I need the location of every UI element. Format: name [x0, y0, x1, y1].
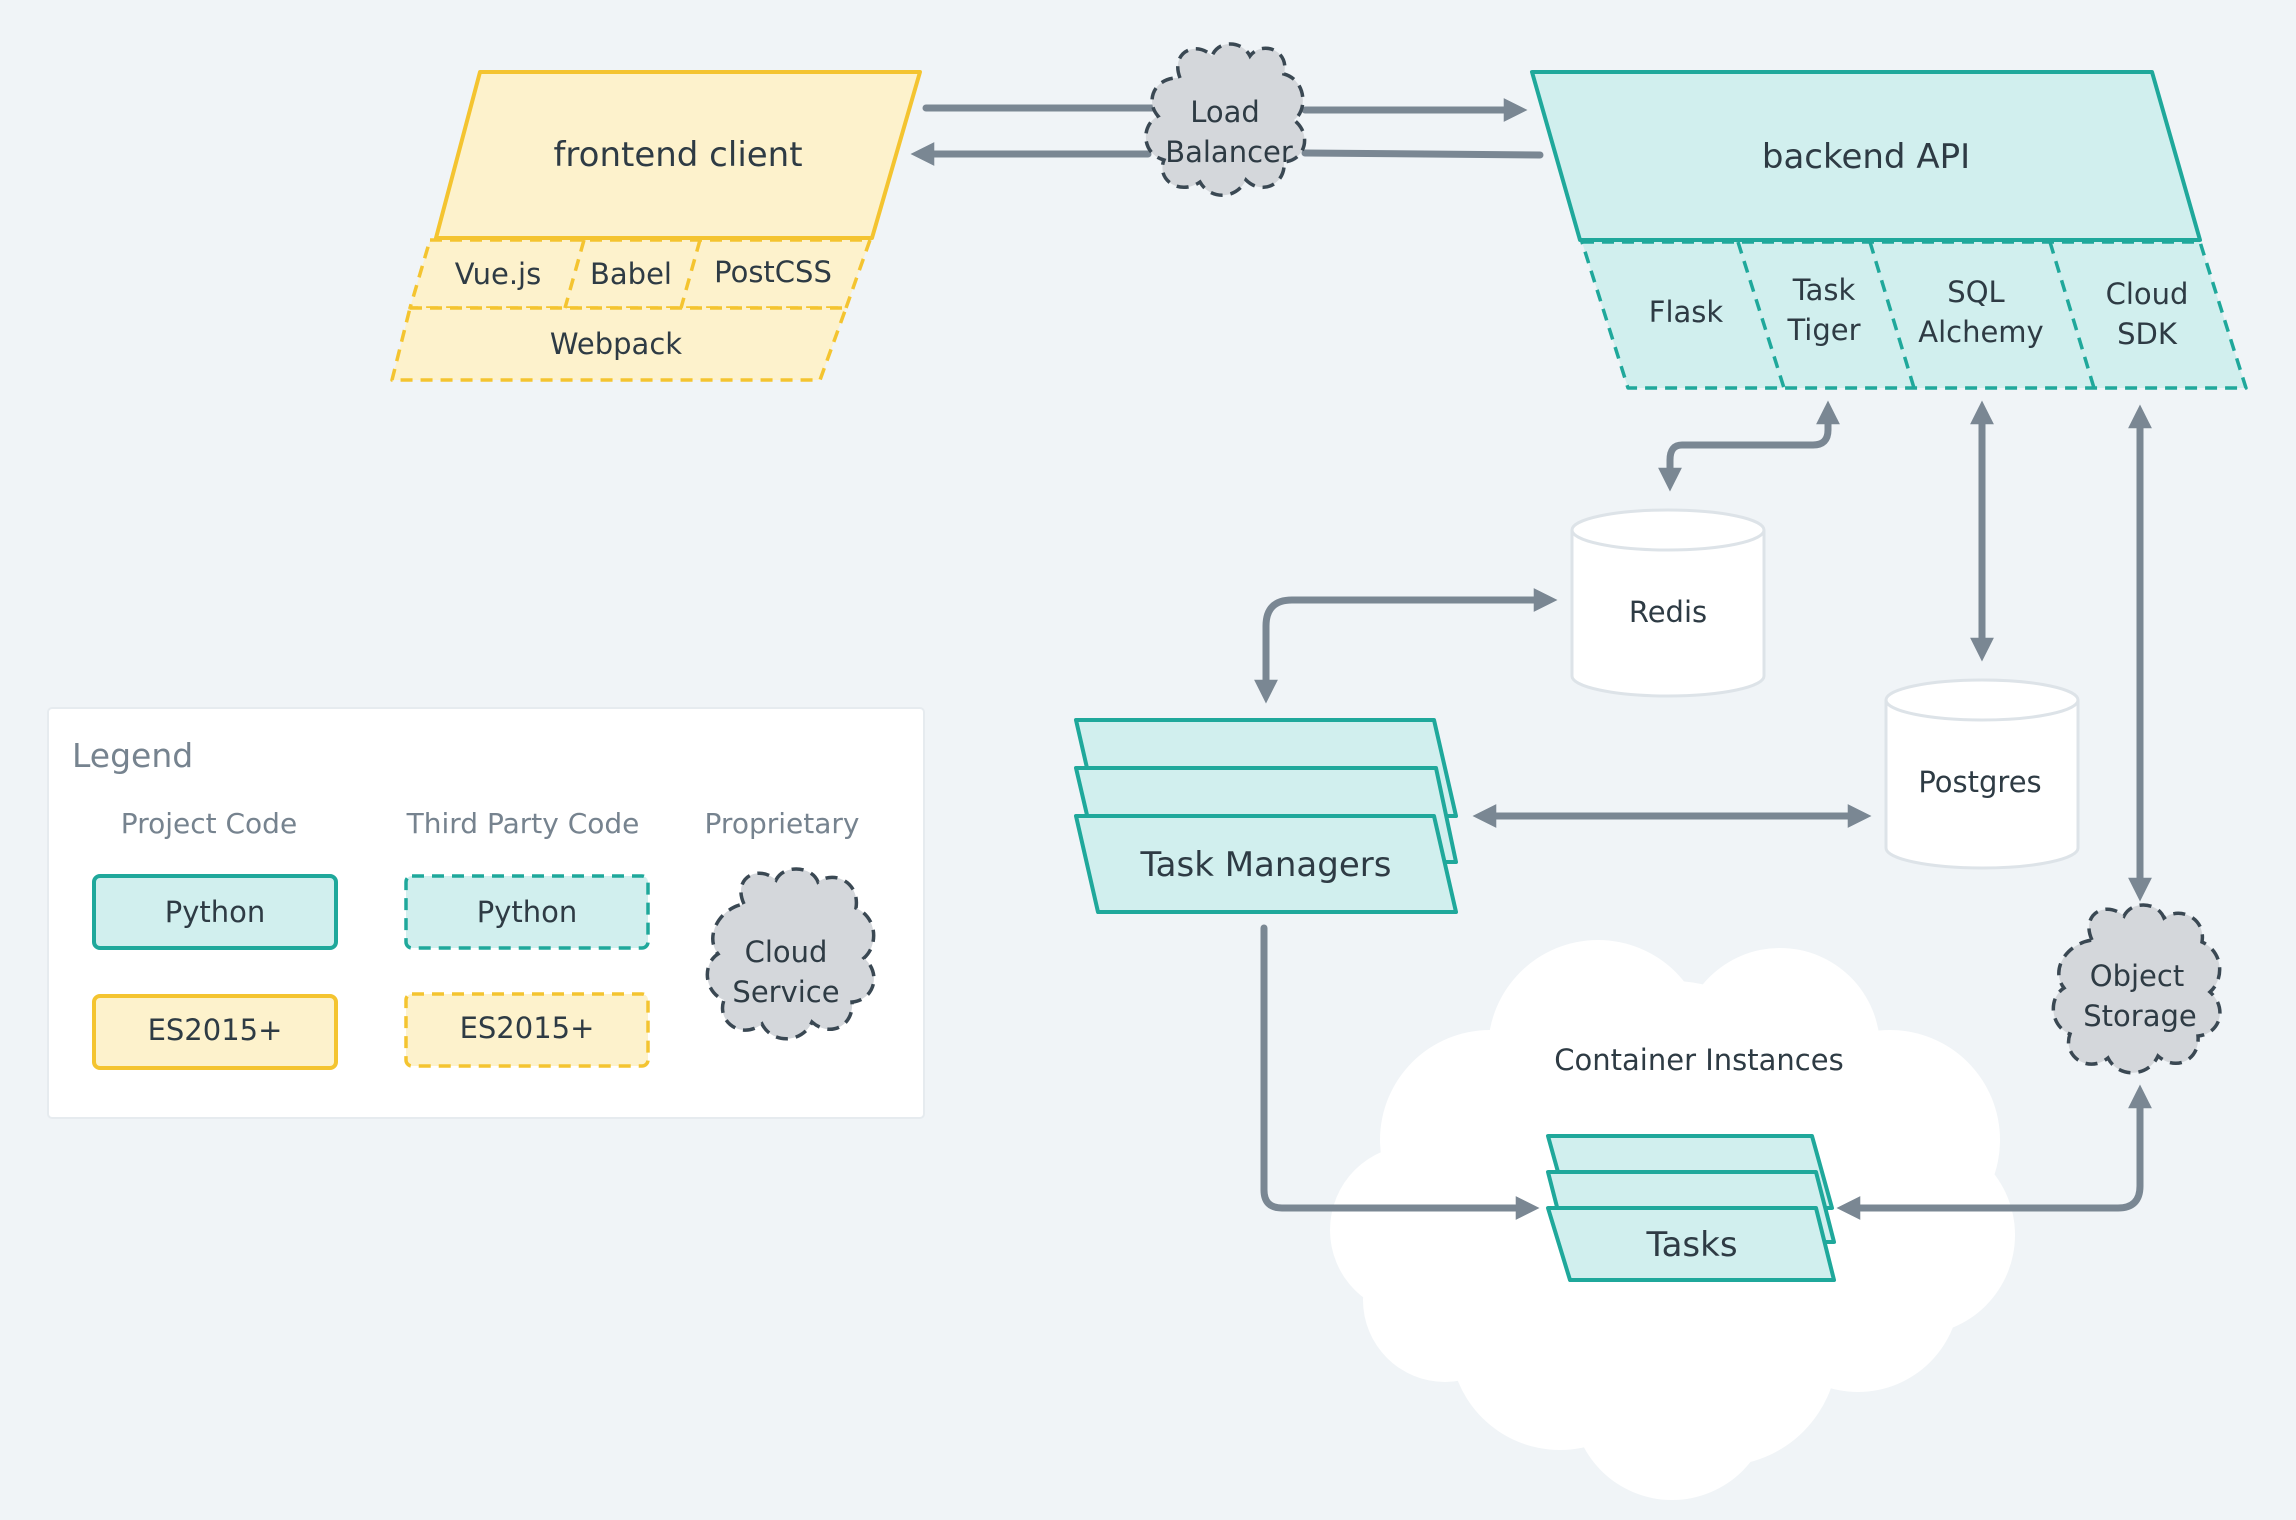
tasks-stack: Tasks	[1546, 1134, 1836, 1282]
backend-api-label: backend API	[1762, 137, 1970, 177]
postcss-label: PostCSS	[714, 255, 832, 289]
legend-proprietary: Proprietary	[705, 807, 860, 840]
tasktiger-line1: Task	[1792, 273, 1856, 307]
arrow-taskmanagers-tasks	[1260, 924, 1540, 1220]
tasks-box	[1546, 1206, 1836, 1282]
legend: Legend Project Code Third Party Code Pro…	[47, 707, 925, 1119]
load-balancer: Load Balancer	[1144, 42, 1307, 197]
legend-cloud-line2: Service	[732, 975, 839, 1009]
legend-es2015-project-label: ES2015+	[148, 1013, 283, 1047]
task-managers-label: Task Managers	[1140, 845, 1392, 885]
object-storage-line2: Storage	[2083, 999, 2196, 1033]
arrow-redis-taskmanagers	[1254, 588, 1558, 704]
babel-label: Babel	[590, 257, 672, 291]
redis-cylinder	[1570, 530, 1766, 698]
legend-third-party-code: Third Party Code	[406, 807, 640, 840]
legend-python-project-label: Python	[165, 895, 266, 929]
load-balancer-line1: Load	[1190, 95, 1260, 129]
legend-es2015-thirdparty-label: ES2015+	[460, 1011, 595, 1045]
object-storage: Object Storage	[2051, 903, 2222, 1075]
postgres-db: Postgres	[1884, 678, 2080, 870]
arrow-backend-to-lb	[1301, 149, 1544, 159]
tasktiger-line2: Tiger	[1786, 313, 1860, 347]
redis-db: Redis	[1570, 508, 1766, 698]
legend-es2015-project	[92, 994, 338, 1070]
legend-es2015-thirdparty	[404, 992, 650, 1068]
legend-python-thirdparty-label: Python	[477, 895, 578, 929]
cloudsdk-line2: SDK	[2117, 317, 2178, 351]
task-connections	[1260, 924, 2152, 1220]
backend-group: backend API Flask Task Tiger SQL Alchemy…	[1530, 70, 2248, 390]
tasks-label: Tasks	[1645, 1225, 1737, 1265]
sqlalchemy-line1: SQL	[1947, 275, 2004, 309]
frontend-client-box	[434, 70, 922, 240]
vuejs-label: Vue.js	[455, 257, 541, 291]
container-instances-label: Container Instances	[1554, 1043, 1843, 1077]
webpack-strip	[390, 306, 848, 382]
frontend-client-label: frontend client	[553, 135, 802, 175]
task-managers-box	[1074, 814, 1458, 914]
arrow-tasks-objectstorage	[1836, 1084, 2152, 1220]
load-balancer-line2: Balancer	[1165, 135, 1293, 169]
postgres-label: Postgres	[1918, 765, 2041, 799]
webpack-label: Webpack	[550, 327, 682, 361]
flask-label: Flask	[1649, 295, 1724, 329]
sqlalchemy-line2: Alchemy	[1918, 315, 2043, 349]
object-storage-line1: Object	[2090, 959, 2184, 993]
arrow-tasktiger-redis	[1658, 400, 1840, 492]
redis-label: Redis	[1629, 595, 1707, 629]
load-balancer-cloud	[1144, 42, 1307, 197]
frontend-group: frontend client Vue.js Babel PostCSS Web…	[390, 70, 922, 382]
connections	[910, 98, 2152, 902]
object-storage-cloud	[2051, 903, 2222, 1075]
backend-api-box	[1530, 70, 2202, 242]
legend-cloud-icon	[705, 867, 876, 1041]
postgres-cylinder	[1884, 700, 2080, 870]
legend-python-project	[92, 874, 338, 950]
legend-title: Legend	[72, 736, 193, 775]
legend-cloud-line1: Cloud	[745, 935, 828, 969]
task-managers-stack: Task Managers	[1074, 718, 1458, 914]
frontend-lib-strip	[408, 238, 872, 310]
legend-project-code: Project Code	[121, 807, 297, 840]
legend-python-thirdparty	[404, 874, 650, 950]
cloudsdk-line1: Cloud	[2106, 277, 2189, 311]
